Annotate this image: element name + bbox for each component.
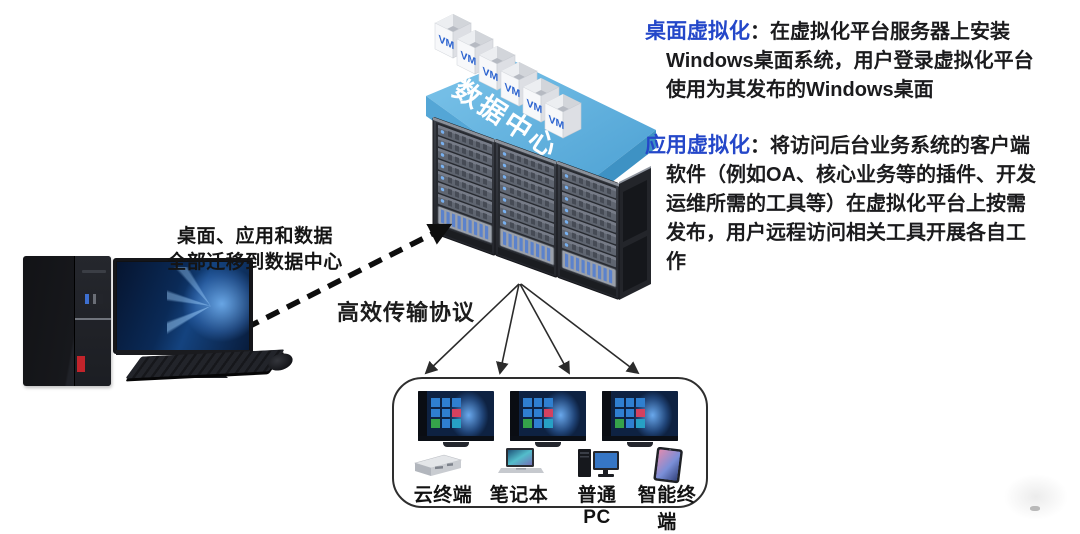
panel-divider — [75, 318, 111, 320]
desktop-virtualization-block: 桌面虚拟化：在虚拟化平台服务器上安装 Windows桌面系统，用户登录虚拟化平台… — [645, 17, 1073, 105]
terminals-box: 云终端 笔记本 普通PC 智能终端 — [392, 377, 708, 533]
app-virtualization-heading: 应用虚拟化 — [645, 134, 750, 157]
migrate-line-2: 全部迁移到数据中心 — [167, 252, 343, 274]
migrate-line-1: 桌面、应用和数据 — [176, 226, 333, 247]
windows-desktop-thumbnail — [418, 391, 494, 441]
server-rack-2 — [495, 139, 557, 278]
thumbnail-hinge — [627, 442, 653, 447]
windows-wallpaper — [117, 262, 249, 350]
start-menu-column — [602, 391, 611, 441]
server-rack-3-side — [619, 166, 651, 300]
windows-desktop-thumbnail — [602, 391, 678, 441]
taskbar — [510, 436, 586, 441]
start-tiles — [523, 398, 553, 428]
watermark-dot — [1030, 506, 1040, 511]
start-tiles — [615, 398, 645, 428]
monitor-chin — [116, 350, 250, 355]
vm-cube-icon — [544, 93, 582, 139]
desktop-pc-icon — [578, 449, 619, 477]
brand-accent — [77, 356, 85, 372]
tablet-icon — [653, 447, 683, 484]
optical-drive-slot — [82, 270, 106, 273]
server-rack-1 — [433, 117, 495, 256]
wallpaper-glow — [443, 391, 494, 441]
app-virtualization-line-1: 应用虚拟化：将访问后台业务系统的客户端 — [645, 131, 1073, 161]
windows-desktop-thumbnail — [510, 391, 586, 441]
desktop-virtualization-line-2: Windows桌面系统，用户登录虚拟化平台 — [666, 50, 1034, 72]
protocol-annotation: 高效传输协议 — [337, 300, 476, 325]
app-virtualization-text: ：将访问后台业务系统的客户端 — [750, 135, 1030, 157]
app-virtualization-block: 应用虚拟化：将访问后台业务系统的客户端 软件（例如OA、核心业务等的插件、开发 … — [645, 131, 1073, 277]
migrate-annotation: 桌面、应用和数据 全部迁移到数据中心 — [148, 224, 362, 276]
device-label-laptop: 笔记本 — [489, 485, 549, 506]
server-rack-3 — [557, 161, 619, 300]
pc-tower-front — [74, 256, 111, 386]
thumbnail-hinge — [443, 442, 469, 447]
app-virtualization-line-2: 软件（例如OA、核心业务等的插件、开发 — [666, 164, 1036, 186]
desktop-virtualization-heading: 桌面虚拟化 — [645, 20, 750, 43]
device-label-normal-pc: 普通PC — [577, 485, 617, 528]
taskbar — [602, 436, 678, 441]
pc-monitor — [113, 258, 253, 354]
app-virtualization-line-4: 发布，用户远程访问相关工具开展各自工 — [666, 222, 1026, 244]
app-virtualization-line-5: 作 — [666, 251, 686, 273]
start-tiles — [431, 398, 461, 428]
wallpaper-glow — [535, 391, 586, 441]
front-ports — [85, 294, 103, 304]
taskbar — [418, 436, 494, 441]
laptop-icon — [498, 448, 544, 473]
device-label-smart-terminal: 智能终端 — [637, 485, 697, 533]
pc-tower — [23, 256, 111, 386]
migration-dashed-arrow — [244, 223, 453, 331]
thumbnail-hinge — [535, 442, 561, 447]
device-label-cloud-terminal: 云终端 — [413, 485, 473, 506]
desktop-virtualization-line-1: 桌面虚拟化：在虚拟化平台服务器上安装 — [645, 17, 1073, 47]
watermark — [1004, 474, 1068, 520]
start-menu-column — [510, 391, 519, 441]
terminal-arrows — [424, 283, 640, 375]
desktop-virtualization-line-3: 使用为其发布的Windows桌面 — [666, 79, 934, 101]
desktop-virtualization-text: ：在虚拟化平台服务器上安装 — [750, 21, 1010, 43]
app-virtualization-line-3: 运维所需的工具等）在虚拟化平台上按需 — [666, 193, 1026, 215]
cloud-terminal-icon — [414, 454, 463, 476]
start-menu-column — [418, 391, 427, 441]
wallpaper-glow — [627, 391, 678, 441]
explanation-panel: 桌面虚拟化：在虚拟化平台服务器上安装 Windows桌面系统，用户登录虚拟化平台… — [645, 17, 1073, 277]
